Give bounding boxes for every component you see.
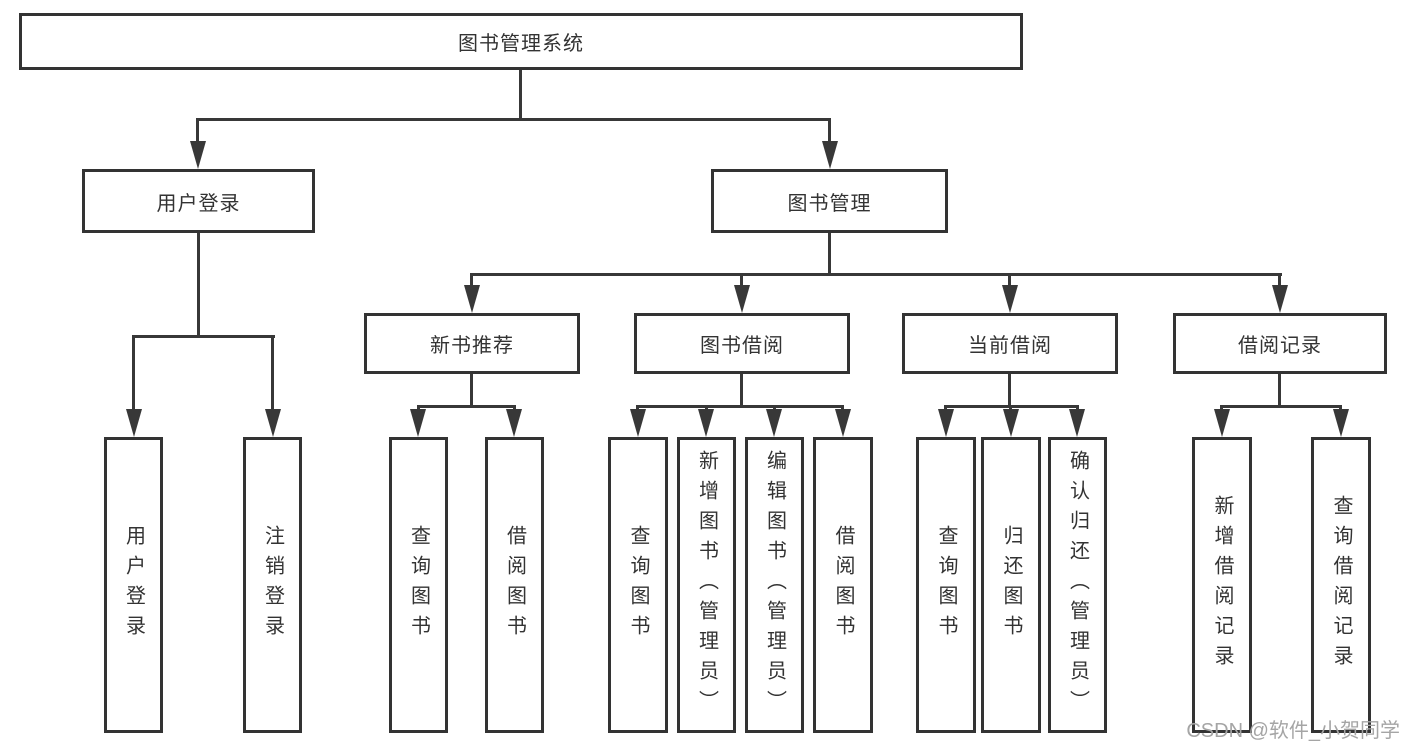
connector-current-stem <box>1008 374 1011 405</box>
node-book-borrowing: 图书借阅 <box>634 313 850 374</box>
leaf-add-books-admin: 新增图书（管理员） <box>677 437 736 733</box>
leaf-label: 新增借阅记录 <box>1211 495 1233 675</box>
arrowhead-into-user-login <box>190 141 206 169</box>
arrowhead-into-leaf <box>410 409 426 437</box>
leaf-label: 查询图书 <box>407 525 430 645</box>
connector-arrow-stem <box>132 335 135 411</box>
leaf-label: 查询图书 <box>627 525 649 645</box>
connector-arrow-stem <box>740 273 743 287</box>
leaf-query-books-recommend: 查询图书 <box>389 437 448 733</box>
leaf-add-borrow-record: 新增借阅记录 <box>1192 437 1252 733</box>
leaf-label: 归还图书 <box>1000 525 1022 645</box>
node-library-system-root: 图书管理系统 <box>19 13 1023 70</box>
arrowhead-into-leaf <box>1003 409 1019 437</box>
connector-arrow-stem <box>1278 273 1281 287</box>
arrowhead-into-leaf-logout <box>265 409 281 437</box>
arrowhead-into-book-borrowing <box>734 285 750 313</box>
leaf-label: 注销登录 <box>261 525 284 645</box>
node-label: 用户登录 <box>156 192 241 215</box>
connector-book-mgmt-junction <box>471 273 1282 276</box>
node-label: 当前借阅 <box>968 335 1052 357</box>
arrowhead-into-leaf <box>835 409 851 437</box>
connector-borrowing-junction <box>636 405 844 408</box>
leaf-label: 新增图书（管理员） <box>695 450 718 720</box>
arrowhead-into-leaf <box>630 409 646 437</box>
leaf-query-borrow-record: 查询借阅记录 <box>1311 437 1371 733</box>
connector-borrowing-stem <box>740 374 743 405</box>
connector-arrow-stem <box>196 118 199 144</box>
leaf-query-books-borrowing: 查询图书 <box>608 437 668 733</box>
connector-arrow-stem <box>271 335 274 411</box>
arrowhead-into-leaf <box>698 409 714 437</box>
arrowhead-into-leaf <box>938 409 954 437</box>
node-label: 图书管理系统 <box>458 33 584 55</box>
leaf-label: 查询图书 <box>935 525 957 645</box>
connector-arrow-stem <box>1008 273 1011 287</box>
arrowhead-into-book-management <box>822 141 838 169</box>
node-label: 新书推荐 <box>430 335 514 357</box>
arrowhead-into-borrowing-records <box>1272 285 1288 313</box>
connector-user-login-junction <box>132 335 275 338</box>
leaf-confirm-return-admin: 确认归还（管理员） <box>1048 437 1107 733</box>
node-user-login: 用户登录 <box>82 169 315 233</box>
leaf-borrow-books: 借阅图书 <box>813 437 873 733</box>
connector-arrow-stem <box>828 118 831 144</box>
arrowhead-into-current-borrowing <box>1002 285 1018 313</box>
arrowhead-into-new-book-recommendation <box>464 285 480 313</box>
leaf-query-books-current: 查询图书 <box>916 437 976 733</box>
connector-records-junction <box>1220 405 1342 408</box>
connector-root-junction <box>197 118 831 121</box>
leaf-label: 查询借阅记录 <box>1330 495 1352 675</box>
leaf-edit-books-admin: 编辑图书（管理员） <box>745 437 804 733</box>
node-label: 借阅记录 <box>1238 335 1322 357</box>
connector-recommend-stem <box>470 374 473 405</box>
connector-root-stem <box>519 70 522 118</box>
connector-records-stem <box>1278 374 1281 405</box>
arrowhead-into-leaf <box>766 409 782 437</box>
leaf-logout: 注销登录 <box>243 437 302 733</box>
arrowhead-into-leaf <box>506 409 522 437</box>
node-borrowing-records: 借阅记录 <box>1173 313 1387 374</box>
leaf-label: 用户登录 <box>122 525 145 645</box>
arrowhead-into-leaf <box>1214 409 1230 437</box>
node-new-book-recommendation: 新书推荐 <box>364 313 580 374</box>
leaf-label: 确认归还（管理员） <box>1066 450 1089 720</box>
node-current-borrowing: 当前借阅 <box>902 313 1118 374</box>
arrowhead-into-leaf-user-login <box>126 409 142 437</box>
node-label: 图书借阅 <box>700 335 784 357</box>
connector-book-mgmt-stem <box>828 233 831 273</box>
leaf-label: 编辑图书（管理员） <box>763 450 786 720</box>
connector-user-login-stem <box>197 233 200 335</box>
node-book-management: 图书管理 <box>711 169 948 233</box>
leaf-return-books: 归还图书 <box>981 437 1041 733</box>
node-label: 图书管理 <box>787 192 872 215</box>
connector-recommend-junction <box>417 405 516 408</box>
connector-arrow-stem <box>470 273 473 287</box>
csdn-watermark: CSDN @软件_小贺同学 <box>1186 720 1400 742</box>
arrowhead-into-leaf <box>1333 409 1349 437</box>
leaf-label: 借阅图书 <box>832 525 854 645</box>
leaf-label: 借阅图书 <box>503 525 526 645</box>
leaf-borrow-books-recommend: 借阅图书 <box>485 437 544 733</box>
arrowhead-into-leaf <box>1069 409 1085 437</box>
leaf-user-login: 用户登录 <box>104 437 163 733</box>
